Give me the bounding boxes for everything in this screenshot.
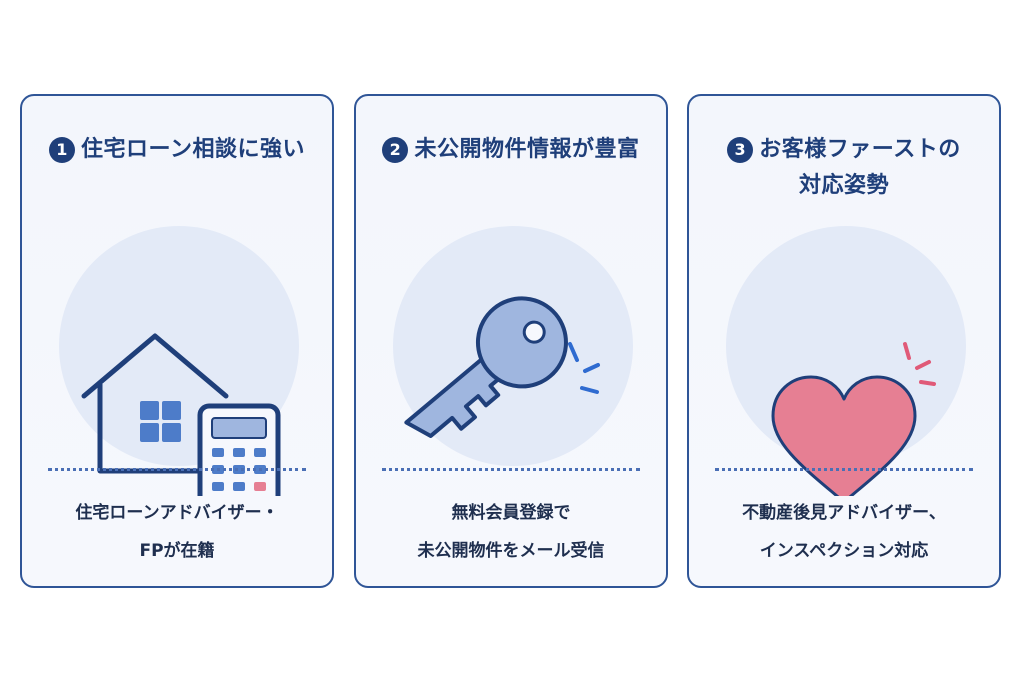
description-line: FPが在籍 <box>139 541 215 561</box>
number-badge: 2 <box>382 137 409 163</box>
feature-card-loan: 1 住宅ローン相談に強い 住宅ローンアドバイザー・ FPが在籍 <box>20 94 334 588</box>
card-title: 3 お客様ファーストの 対応姿勢 <box>701 132 987 204</box>
feature-card-properties: 2 未公開物件情報が豊富 無料会員登録で 未公開物件をメール受信 <box>354 94 668 588</box>
description-line: 未公開物件をメール受信 <box>417 541 605 561</box>
card-description: 不動産後見アドバイザー、 インスペクション対応 <box>699 494 989 570</box>
heart-icon <box>771 342 936 496</box>
card-title-text: 住宅ローン相談に強い <box>81 137 305 162</box>
dotted-divider <box>382 468 640 471</box>
card-title-text: お客様ファーストの <box>759 137 961 162</box>
description-line: 不動産後見アドバイザー、 <box>742 503 946 523</box>
dotted-divider <box>48 468 306 471</box>
house-calculator-icon <box>81 333 281 496</box>
card-description: 無料会員登録で 未公開物件をメール受信 <box>366 494 656 570</box>
number-badge: 3 <box>727 137 754 163</box>
card-description: 住宅ローンアドバイザー・ FPが在籍 <box>32 494 322 570</box>
feature-card-customer-first: 3 お客様ファーストの 対応姿勢 不動産後見アドバイザー、 インスペクション対応 <box>687 94 1001 588</box>
description-line: 住宅ローンアドバイザー・ <box>75 503 279 523</box>
card-title: 1 住宅ローン相談に強い <box>34 132 320 168</box>
card-title-text: 対応姿勢 <box>798 173 889 198</box>
key-icon <box>404 296 600 438</box>
card-title-text: 未公開物件情報が豊富 <box>414 137 640 162</box>
description-line: 無料会員登録で <box>451 503 571 523</box>
dotted-divider <box>715 468 973 471</box>
card-title: 2 未公開物件情報が豊富 <box>368 132 654 168</box>
number-badge: 1 <box>49 137 76 163</box>
description-line: インスペクション対応 <box>759 541 929 561</box>
